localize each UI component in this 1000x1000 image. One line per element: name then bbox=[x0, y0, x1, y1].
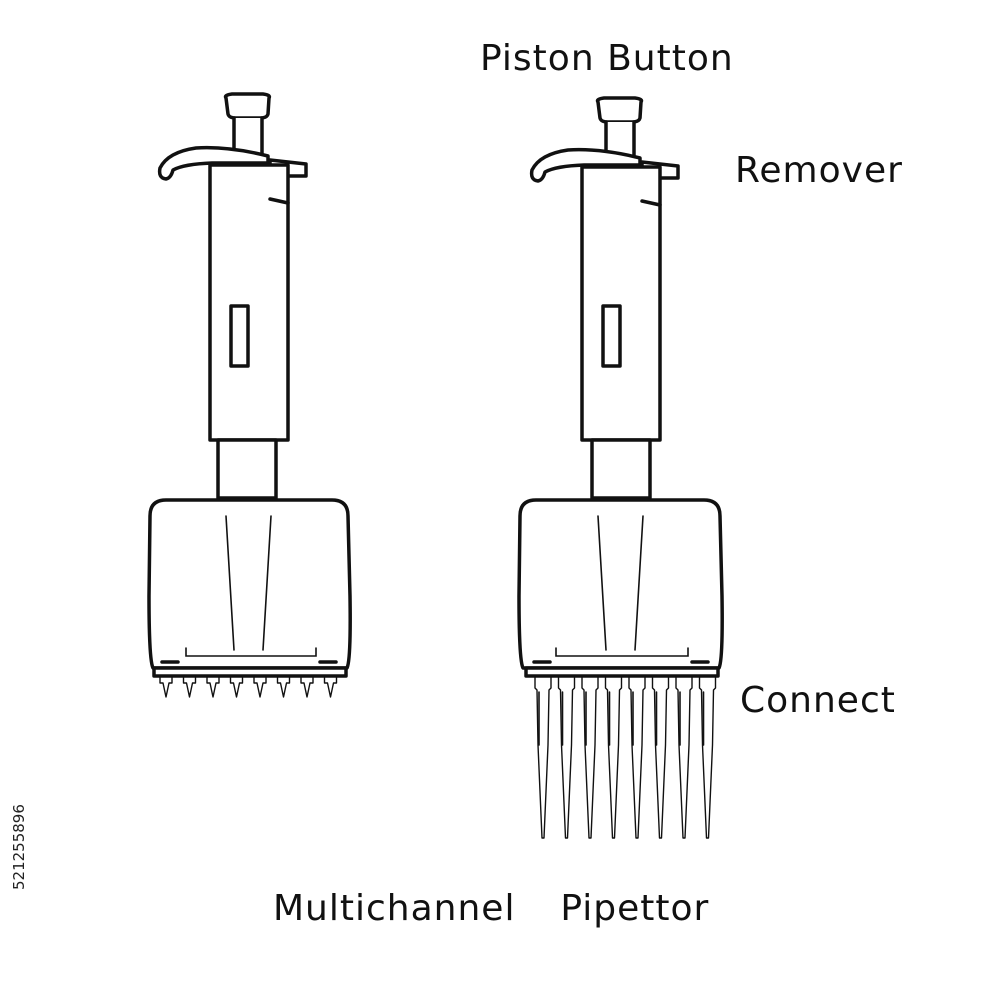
neck bbox=[216, 438, 278, 500]
finger-hook bbox=[157, 145, 270, 181]
label-piston-button: Piston Button bbox=[480, 38, 734, 79]
pipettor-without-tips bbox=[147, 92, 352, 698]
finger-hook bbox=[529, 147, 642, 183]
pipette-tip bbox=[534, 676, 552, 839]
nozzle bbox=[182, 676, 197, 698]
piston-button bbox=[595, 96, 644, 124]
piston-button bbox=[223, 92, 272, 120]
pipette-tips bbox=[534, 676, 717, 839]
neck bbox=[590, 438, 652, 500]
pipette-tip bbox=[581, 676, 599, 839]
pipette-tip bbox=[628, 676, 646, 839]
pipette-tip bbox=[675, 676, 693, 839]
tip-nozzles bbox=[159, 676, 338, 698]
pipette-tip bbox=[557, 676, 576, 839]
label-connect: Connect bbox=[740, 680, 896, 721]
nozzle bbox=[276, 676, 291, 698]
nozzle bbox=[300, 676, 314, 698]
manifold-head bbox=[147, 498, 352, 670]
connect-strip bbox=[524, 666, 720, 678]
nozzle bbox=[253, 676, 267, 698]
pipettor-with-tips bbox=[517, 96, 724, 839]
nozzle bbox=[323, 676, 338, 698]
label-remover: Remover bbox=[735, 150, 903, 191]
nozzle bbox=[229, 676, 244, 698]
nozzle bbox=[159, 676, 173, 698]
pipette-tip bbox=[604, 676, 623, 839]
diagram-title: Multichannel Pipettor bbox=[273, 888, 710, 929]
manifold-head bbox=[517, 498, 724, 670]
pipette-tip bbox=[651, 676, 670, 839]
handle-body bbox=[580, 165, 662, 442]
stock-id-watermark: 521255896 bbox=[10, 804, 28, 890]
nozzle bbox=[206, 676, 220, 698]
volume-window bbox=[229, 304, 250, 368]
connect-strip bbox=[152, 666, 348, 678]
pipette-tip bbox=[698, 676, 717, 839]
volume-window bbox=[601, 304, 622, 368]
handle-body bbox=[208, 163, 290, 442]
